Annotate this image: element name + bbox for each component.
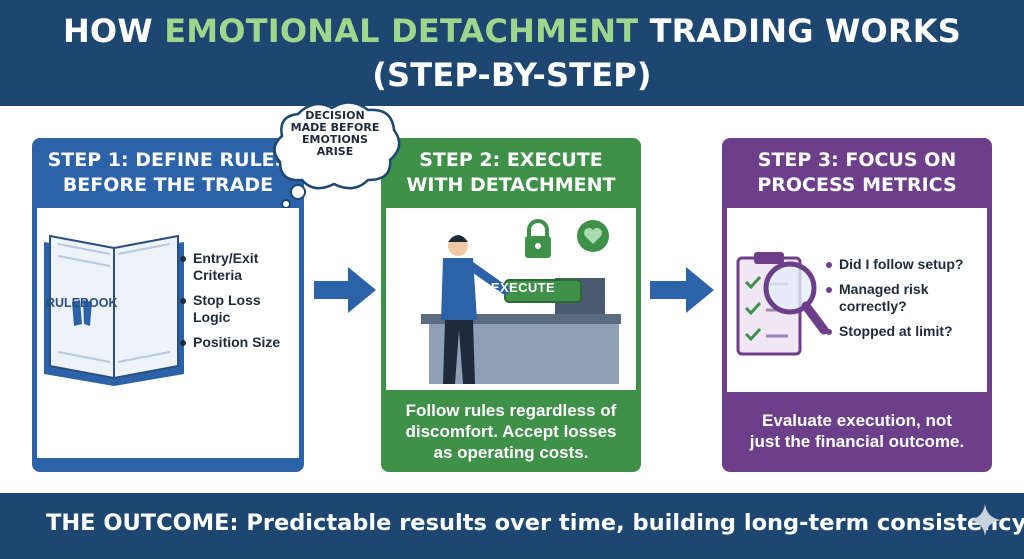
step-3-caption: Evaluate execution, not just the financi… — [722, 410, 992, 452]
title-post: TRADING WORKS — [649, 12, 962, 50]
execute-button-label: EXECUTE — [490, 280, 556, 295]
footer-banner: THE OUTCOME: Predictable results over ti… — [0, 493, 1024, 559]
arrow-right-icon — [650, 267, 714, 313]
step-3-title-line-2: PROCESS METRICS — [757, 174, 957, 196]
page-subtitle: (STEP-BY-STEP) — [372, 56, 652, 94]
step-3-bullet: Managed risk correctly? — [826, 281, 976, 315]
step-1-bullet: Entry/Exit Criteria — [180, 250, 292, 284]
step-1-title-line-1: STEP 1: DEFINE RULES — [47, 149, 289, 171]
thought-bubble-icon — [273, 101, 401, 208]
title-pre: HOW — [62, 12, 153, 50]
outcome-text: THE OUTCOME: Predictable results over ti… — [46, 510, 1024, 536]
step-2-card: STEP 2: EXECUTE WITH DETACHMENT EXECUTE … — [381, 138, 641, 472]
step-2-title: STEP 2: EXECUTE WITH DETACHMENT — [381, 148, 641, 198]
step-2-caption-line: as operating costs. — [433, 443, 589, 462]
step-1-bullet: Position Size — [180, 334, 292, 351]
step-3-bullet: Stopped at limit? — [826, 323, 976, 340]
step-3-bullet-list: Did I follow setup? Managed risk correct… — [826, 256, 976, 348]
step-3-bullet: Did I follow setup? — [826, 256, 976, 273]
step-3-caption-line: Evaluate execution, not — [762, 411, 952, 430]
thought-line: EMOTIONS — [302, 133, 368, 146]
sparkle-icon — [969, 504, 1001, 536]
title-accent: EMOTIONAL DETACHMENT — [164, 12, 639, 50]
step-3-title: STEP 3: FOCUS ON PROCESS METRICS — [722, 148, 992, 198]
arrow-right-icon — [314, 267, 376, 313]
step-1-title-line-2: BEFORE THE TRADE — [62, 174, 274, 196]
thought-line: DECISION — [305, 109, 365, 122]
trader-at-desk-icon — [421, 219, 621, 384]
step-1-card: STEP 1: DEFINE RULES BEFORE THE TRADE RU… — [32, 138, 304, 472]
step-2-caption: Follow rules regardless of discomfort. A… — [381, 400, 641, 463]
step-1-bullet: Stop Loss Logic — [180, 292, 292, 326]
thought-line: MADE BEFORE — [290, 121, 380, 134]
step-2-caption-line: Follow rules regardless of — [405, 401, 617, 420]
step-3-caption-line: just the financial outcome. — [749, 432, 965, 451]
thought-bubble-text: DECISION MADE BEFORE EMOTIONS ARISE — [282, 110, 388, 158]
step-2-title-line-2: WITH DETACHMENT — [406, 174, 616, 196]
step-2-title-line-1: STEP 2: EXECUTE — [419, 149, 603, 171]
step-2-caption-line: discomfort. Accept losses — [405, 422, 617, 441]
page-title: HOW EMOTIONAL DETACHMENT TRADING WORKS — [0, 12, 1024, 50]
checklist-magnifier-icon — [736, 252, 829, 356]
rulebook-icon — [44, 234, 184, 386]
step-3-title-line-1: STEP 3: FOCUS ON — [757, 149, 957, 171]
thought-line: ARISE — [316, 145, 354, 158]
step-1-bullet-list: Entry/Exit Criteria Stop Loss Logic Posi… — [180, 250, 292, 359]
header-banner: HOW EMOTIONAL DETACHMENT TRADING WORKS (… — [0, 0, 1024, 106]
rulebook-label: RULEBOOK — [46, 296, 118, 310]
step-1-title: STEP 1: DEFINE RULES BEFORE THE TRADE — [32, 148, 304, 198]
